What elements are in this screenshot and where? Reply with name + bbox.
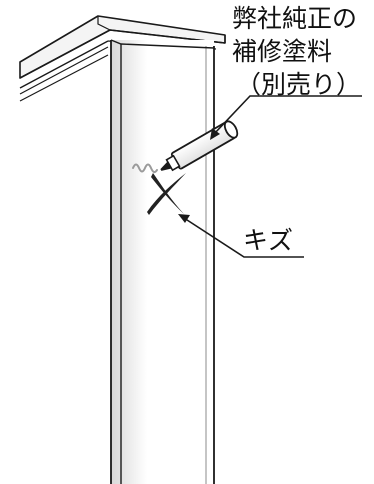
touch-up-paint-label-line-2: 補修塗料 [232, 37, 333, 66]
touch-up-paint-label-line-1: 弊社純正の [232, 4, 358, 33]
column-post [110, 39, 215, 484]
touch-up-paint-label-line-3: （別売り） [236, 70, 362, 99]
paint-leader-arrowhead [210, 128, 220, 140]
paint-leader-line [213, 95, 362, 135]
scratch-label: キズ [243, 226, 294, 255]
paint-squiggle [132, 163, 158, 174]
scratch-leader-arrowhead [178, 214, 190, 223]
scratch-mark [147, 173, 186, 215]
scratch-leader-line [183, 217, 304, 258]
